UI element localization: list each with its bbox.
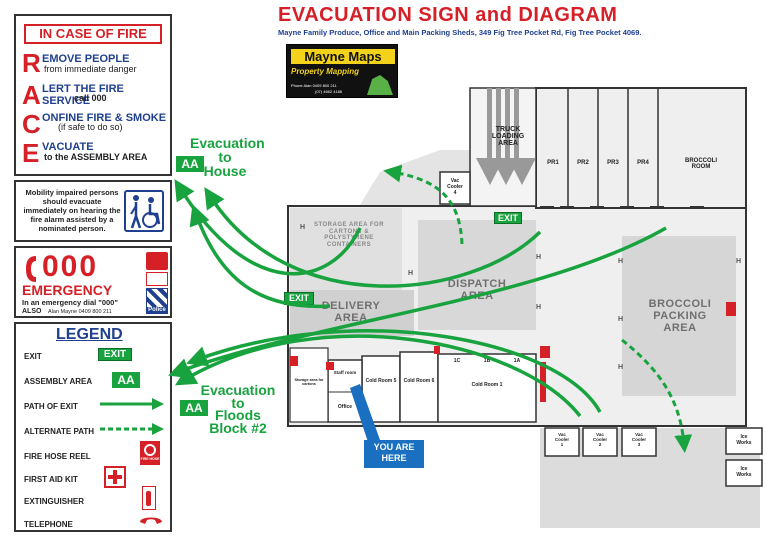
logo-name: Mayne Maps [291,49,395,64]
fire-instructions-panel: IN CASE OF FIRE R EMOVE PEOPLE from imme… [14,14,172,176]
logo-contact-2: (07) 4662 4186 [315,89,343,94]
truck-loading-label: TRUCK LOADING AREA [491,126,525,147]
exit-sign-top: EXIT [494,212,522,224]
legend-label-extinguisher: EXTINGUISHER [24,497,85,506]
emergency-panel: 000 EMERGENCY In an emergency dial "000"… [14,246,172,318]
legend-aa-symbol: AA [112,372,140,388]
room-broccoli: BROCCOLI ROOM [685,158,717,170]
hose-mark: H [618,258,624,265]
race-letter-a: A [22,80,41,110]
you-are-here-pointer [350,384,380,442]
vac-cooler-1: Vac Cooler 1 [554,432,570,447]
assembly-area-floods: AA [180,400,208,416]
ice-works-2: Ice Works [736,466,752,478]
extinguisher-icon [142,486,156,510]
storage-cartons-label: Storage area for cartons [294,378,324,386]
emergency-label: EMERGENCY [22,282,113,298]
cold-room-mark-1c: 1C [453,358,461,364]
vac-cooler-3: Vac Cooler 3 [631,432,647,447]
wheelchair-icon [124,190,164,232]
legend-label-telephone: TELEPHONE [24,520,73,529]
emergency-also-label: ALSO [22,308,42,315]
ambulance-icon [146,272,168,286]
broccoli-packing-label: BROCCOLI PACKING AREA [648,298,712,335]
legend-label-alternate: ALTERNATE PATH [24,427,95,436]
page-subtitle: Mayne Family Produce, Office and Main Pa… [278,28,642,37]
race-step-confine-sub: (if safe to do so) [58,122,123,132]
logo-tagline: Property Mapping [291,67,360,76]
race-step-remove: EMOVE PEOPLE [42,53,130,65]
emergency-number: 000 [42,250,99,283]
cold-room-6: Cold Room 6 [403,378,435,384]
cold-room-mark-1a: 1A [513,358,521,364]
mayne-maps-logo: Mayne Maps Property Mapping Phone Alan 0… [286,44,398,98]
telephone-icon [138,514,164,533]
legend-label-first-aid: FIRST AID KIT [24,475,78,484]
fire-truck-icon [146,252,168,270]
emergency-also-text: Alan Mayne 0409 800 211 [48,309,112,315]
hose-mark: H [408,270,414,277]
room-pr1: PR1 [547,160,559,166]
phone-icon [22,254,40,284]
ice-works-1: Ice Works [736,434,752,446]
legend-title: LEGEND [56,326,123,343]
room-pr2: PR2 [577,160,589,166]
fire-hose-label: FIRE HOSE [140,457,160,461]
race-step-alert: LERT THE FIRE SERVICE [42,83,124,107]
race-step-alert-sub: call 000 [74,93,107,103]
mobility-panel: Mobility impaired persons should evacuat… [14,180,172,242]
cold-room-1: Cold Room 1 [471,382,503,388]
hose-mark: H [618,364,624,371]
you-are-here-marker: YOU ARE HERE [364,440,424,468]
race-letter-c: C [22,109,41,139]
staff-room-label: Staff room [333,370,357,375]
legend-label-path: PATH OF EXIT [24,402,78,411]
legend-label-assembly: ASSEMBLY AREA [24,377,93,386]
emergency-dial-text: In an emergency dial "000" [22,298,118,307]
legend-label-hose: FIRE HOSE REEL [24,452,91,461]
vac-cooler-4-label: Vac Cooler 4 [447,178,463,196]
legend-panel: LEGEND EXIT EXIT ASSEMBLY AREA AA PATH O… [14,322,172,532]
first-aid-icon [104,466,126,488]
race-step-evacuate-sub: to the ASSEMBLY AREA [44,152,148,162]
race-step-evacuate: VACUATE [42,141,94,153]
evacuation-to-floods-label: Evacuation to Floods Block #2 [200,382,276,436]
hose-mark: H [536,254,542,261]
police-icon: Police [146,288,168,314]
cold-room-mark-1b: 1B [483,358,491,364]
fire-panel-title: IN CASE OF FIRE [24,24,162,44]
legend-path-arrow [98,396,166,417]
page-title: EVACUATION SIGN and DIAGRAM [278,4,618,26]
race-letter-r: R [22,48,41,78]
race-letter-e: E [22,138,40,168]
legend-alternate-arrow [98,421,166,442]
hose-mark: H [618,316,624,323]
police-label: Police [147,307,167,313]
hose-mark: H [736,258,742,265]
fire-hose-reel-icon: FIRE HOSE [140,441,160,465]
delivery-area-label: DELIVERY AREA [321,300,381,325]
hose-mark: H [536,304,542,311]
room-pr4: PR4 [637,160,649,166]
mobility-text: Mobility impaired persons should evacuat… [23,188,121,233]
race-step-confine: ONFINE FIRE & SMOKE [42,112,167,124]
cold-room-5: Cold Room 5 [365,378,397,384]
room-pr3: PR3 [607,160,619,166]
office-label: Office [337,404,353,410]
legend-exit-symbol: EXIT [98,348,132,361]
assembly-area-house: AA [176,156,204,172]
legend-label-exit: EXIT [24,352,42,361]
vac-cooler-2: Vac Cooler 2 [592,432,608,447]
hose-mark: H [300,224,306,231]
evacuation-to-house-label: Evacuation to House [190,135,265,179]
race-step-remove-sub: from immediate danger [44,64,137,74]
logo-contact: Phone Alan 0409 800 211 [291,83,337,88]
